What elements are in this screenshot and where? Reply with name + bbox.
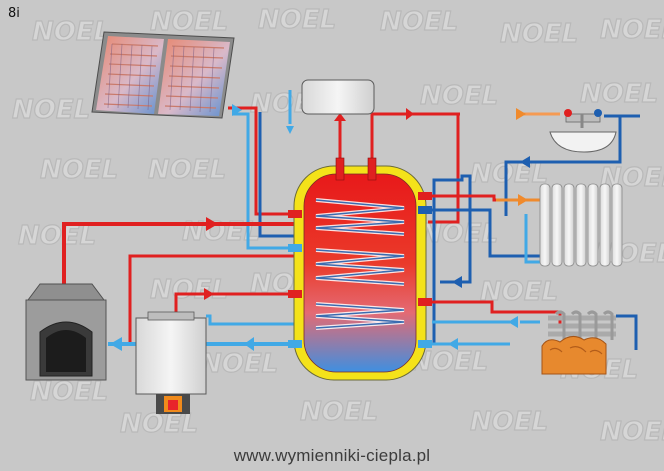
- footer-url[interactable]: www.wymienniki-ciepla.pl: [233, 446, 431, 465]
- cold-feed-pipe: [432, 174, 472, 344]
- solar-supply-pipe: [228, 106, 296, 216]
- svg-text:NOEL: NOEL: [150, 275, 228, 305]
- svg-text:NOEL: NOEL: [420, 81, 498, 111]
- svg-text:NOEL: NOEL: [18, 221, 96, 251]
- svg-text:NOEL: NOEL: [150, 7, 228, 37]
- boiler-return-pipe: [206, 314, 296, 326]
- hot-water-storage-tank: [288, 157, 432, 381]
- svg-text:NOEL: NOEL: [300, 397, 378, 427]
- figure-label: 8i: [8, 6, 20, 21]
- underfloor-heating: [541, 310, 616, 375]
- fireplace-supply-pipe-2: [128, 254, 296, 344]
- svg-text:NOEL: NOEL: [480, 277, 558, 307]
- boiler-supply-pipe: [174, 292, 296, 320]
- dhw-supply-pipe: [370, 112, 460, 170]
- svg-text:NOEL: NOEL: [500, 19, 578, 49]
- svg-text:NOEL: NOEL: [600, 417, 664, 447]
- solar-collector: [91, 31, 235, 119]
- svg-text:NOEL: NOEL: [200, 349, 278, 379]
- svg-text:NOEL: NOEL: [580, 79, 658, 109]
- svg-text:NOEL: NOEL: [40, 155, 118, 185]
- dhw-circulation-pipe: [428, 114, 460, 224]
- svg-text:NOEL: NOEL: [380, 7, 458, 37]
- svg-text:NOEL: NOEL: [12, 95, 90, 125]
- svg-text:NOEL: NOEL: [600, 15, 664, 45]
- svg-text:NOEL: NOEL: [148, 155, 226, 185]
- svg-text:NOEL: NOEL: [32, 17, 110, 47]
- washbasin: [549, 109, 617, 153]
- radiator-return-pipe: [430, 208, 540, 258]
- fireplace: [25, 283, 107, 381]
- radiator: [539, 183, 623, 267]
- solar-return-pipe-2: [258, 112, 296, 238]
- flow-arrows: [110, 104, 530, 351]
- svg-text:NOEL: NOEL: [470, 159, 548, 189]
- svg-text:NOEL: NOEL: [258, 5, 336, 35]
- fireplace-supply-pipe: [62, 222, 296, 300]
- svg-text:NOEL: NOEL: [30, 377, 108, 407]
- expansion-vessel: [301, 79, 375, 115]
- sink-cold-pipe: [504, 116, 622, 200]
- svg-text:NOEL: NOEL: [470, 407, 548, 437]
- solar-return-pipe: [232, 112, 296, 250]
- gas-boiler: [135, 311, 207, 414]
